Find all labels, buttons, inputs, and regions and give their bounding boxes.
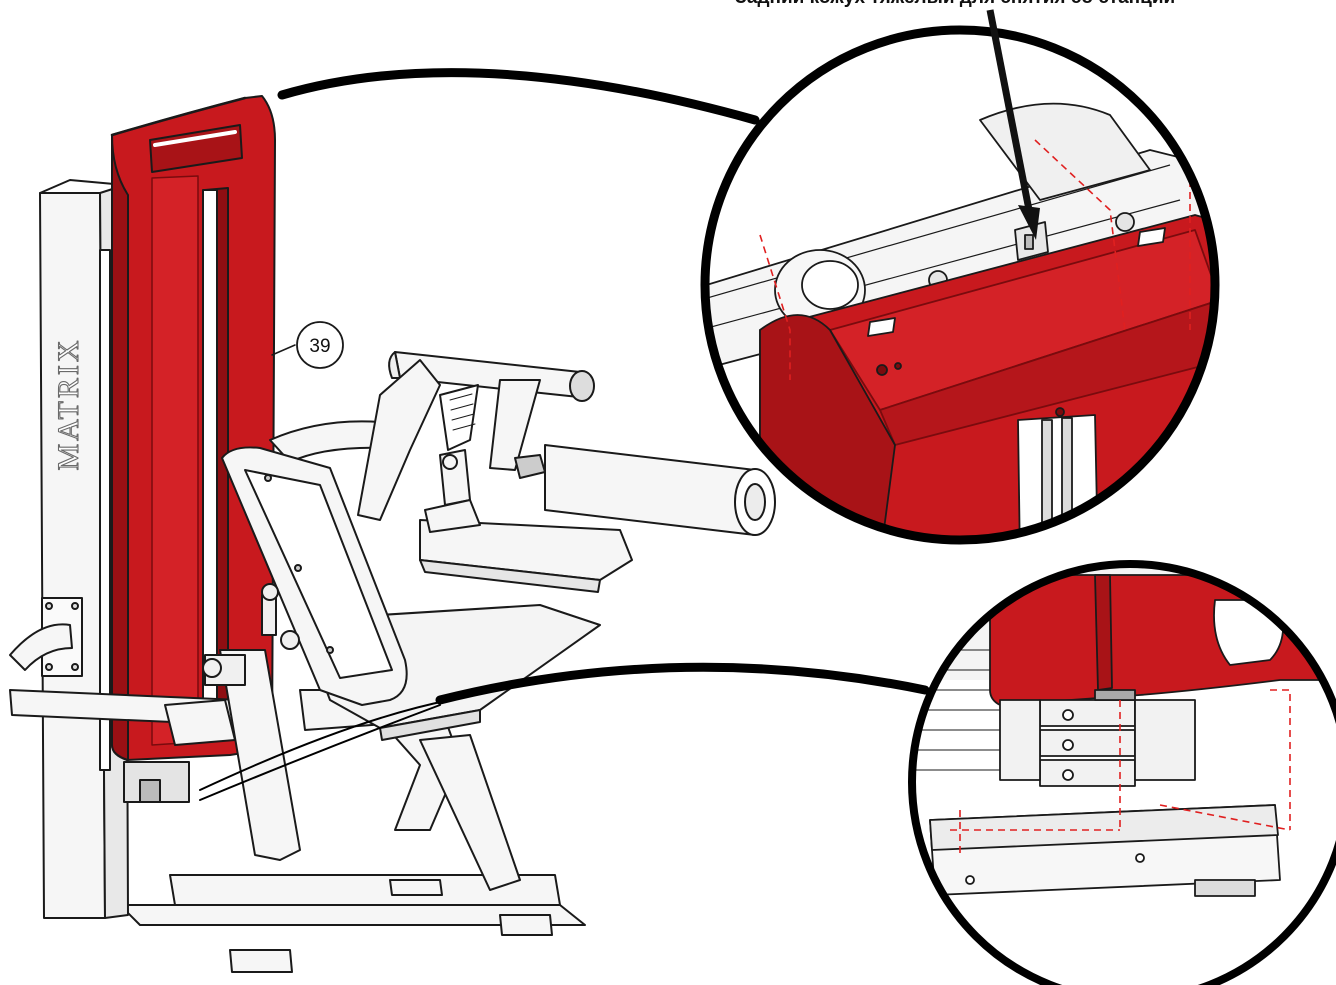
magnifier-leaders [199,68,930,801]
detail-view-bottom [908,560,1336,985]
brand-logo: MATRIX [52,337,85,470]
callout-39: 39 [271,321,344,369]
detail-circle-top [700,25,1220,545]
shin-pad [419,499,633,593]
base-frame [119,874,586,973]
machine-illustration: MATRIX 39 [9,95,776,973]
handlebar [9,623,241,746]
rear-shroud [110,95,276,803]
detail-view-top [700,9,1220,545]
top-caption: Задний кожух тяжелый для снятия со станц… [735,0,1295,9]
caption-arrow [986,9,1040,240]
callout-number: 39 [309,336,330,357]
adjustment-knobs [202,583,300,686]
back-pad [221,446,408,706]
ankle-roller [544,444,776,536]
detail-circle-bottom [908,560,1336,985]
